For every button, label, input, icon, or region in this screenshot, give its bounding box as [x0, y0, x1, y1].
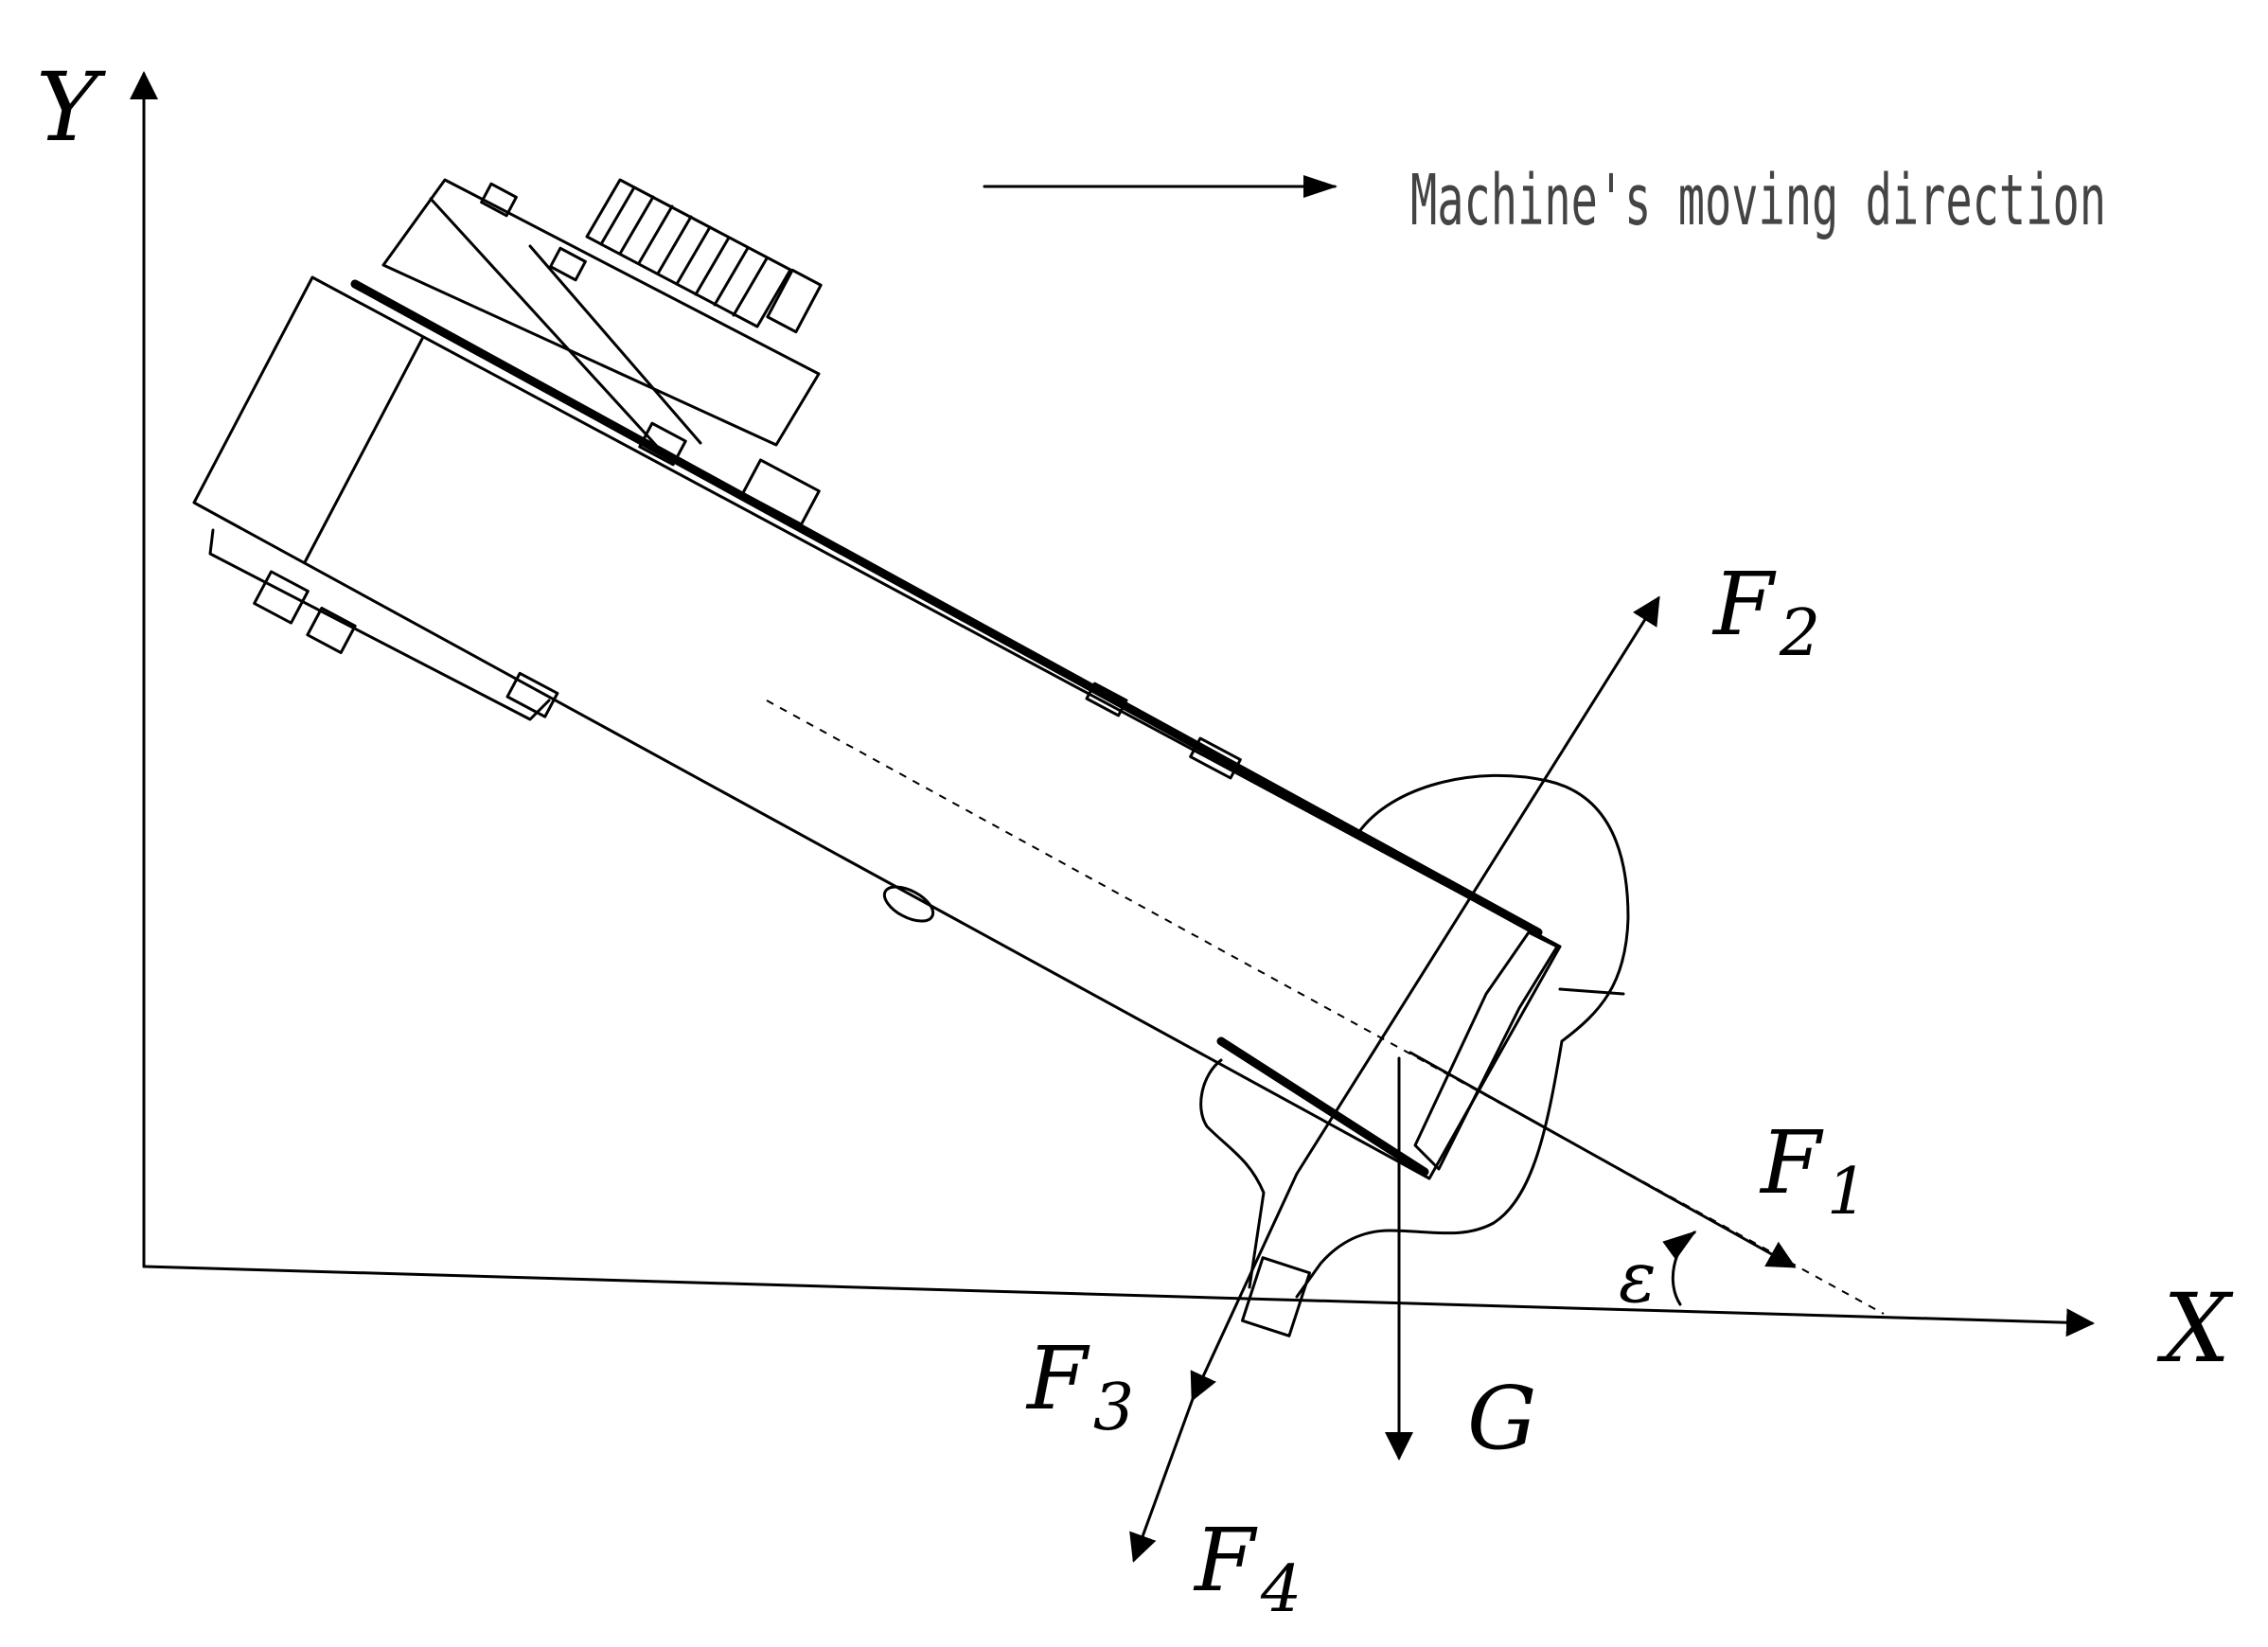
angle-arc [1662, 1231, 1697, 1306]
force-f1-letter: F [1759, 1112, 1824, 1213]
top-frame-bolts [480, 182, 1242, 780]
force-f3-label: F3 [1025, 1328, 1134, 1445]
force-f4-letter: F [1193, 1510, 1258, 1611]
underside-rail [208, 528, 551, 721]
force-f4-subscript: 4 [1260, 1552, 1302, 1627]
force-f1-label: F1 [1759, 1112, 1868, 1230]
force-f3-subscript: 3 [1093, 1371, 1134, 1445]
cutter-housing [1295, 773, 1630, 1299]
underside-bracket-c [505, 671, 559, 718]
force-g-label: G [1467, 1368, 1537, 1469]
force-f2-letter: F [1711, 554, 1777, 655]
underside-bracket-a [253, 570, 310, 625]
tube-bottom-edge [1216, 1036, 1429, 1177]
force-f4-arrow [1129, 1397, 1195, 1563]
tube-inner-line [303, 335, 425, 564]
machine-body [192, 178, 1885, 1337]
cutter-housing-lower [1199, 1058, 1266, 1289]
force-f4-label: F4 [1193, 1510, 1302, 1627]
cutter-inner-line [1558, 987, 1625, 996]
force-f3-letter: F [1025, 1328, 1090, 1429]
force-f2-arrow [1295, 595, 1660, 1176]
y-axis-label: Y [36, 52, 106, 163]
underside-bracket-b [306, 606, 357, 655]
cutter-foot [1240, 1256, 1312, 1337]
coordinate-axes: Y X [36, 52, 2234, 1384]
top-frame-brace-2 [528, 244, 702, 445]
top-frame [381, 178, 821, 447]
force-f1-arrow [1409, 1051, 1797, 1268]
moving-direction-label: Machine's moving direction [1410, 160, 2106, 241]
top-frame-brace [429, 197, 664, 454]
force-vectors [1129, 595, 1797, 1563]
moving-direction-indicator: Machine's moving direction [983, 160, 2106, 241]
motor-coil [585, 178, 823, 334]
force-f3-line [1190, 1172, 1299, 1402]
x-axis-line [142, 1265, 2095, 1337]
force-f2-subscript: 2 [1779, 596, 1820, 671]
force-f2-label: F2 [1711, 554, 1820, 671]
force-f1-subscript: 1 [1827, 1155, 1868, 1230]
machine-tube [192, 275, 1562, 1180]
angle-label: ε [1619, 1237, 1657, 1319]
x-axis-label: X [2156, 1273, 2234, 1384]
underside-clamp [882, 885, 935, 923]
tube-top-edge [350, 279, 1543, 937]
cutter-inner-frame [1413, 930, 1559, 1171]
